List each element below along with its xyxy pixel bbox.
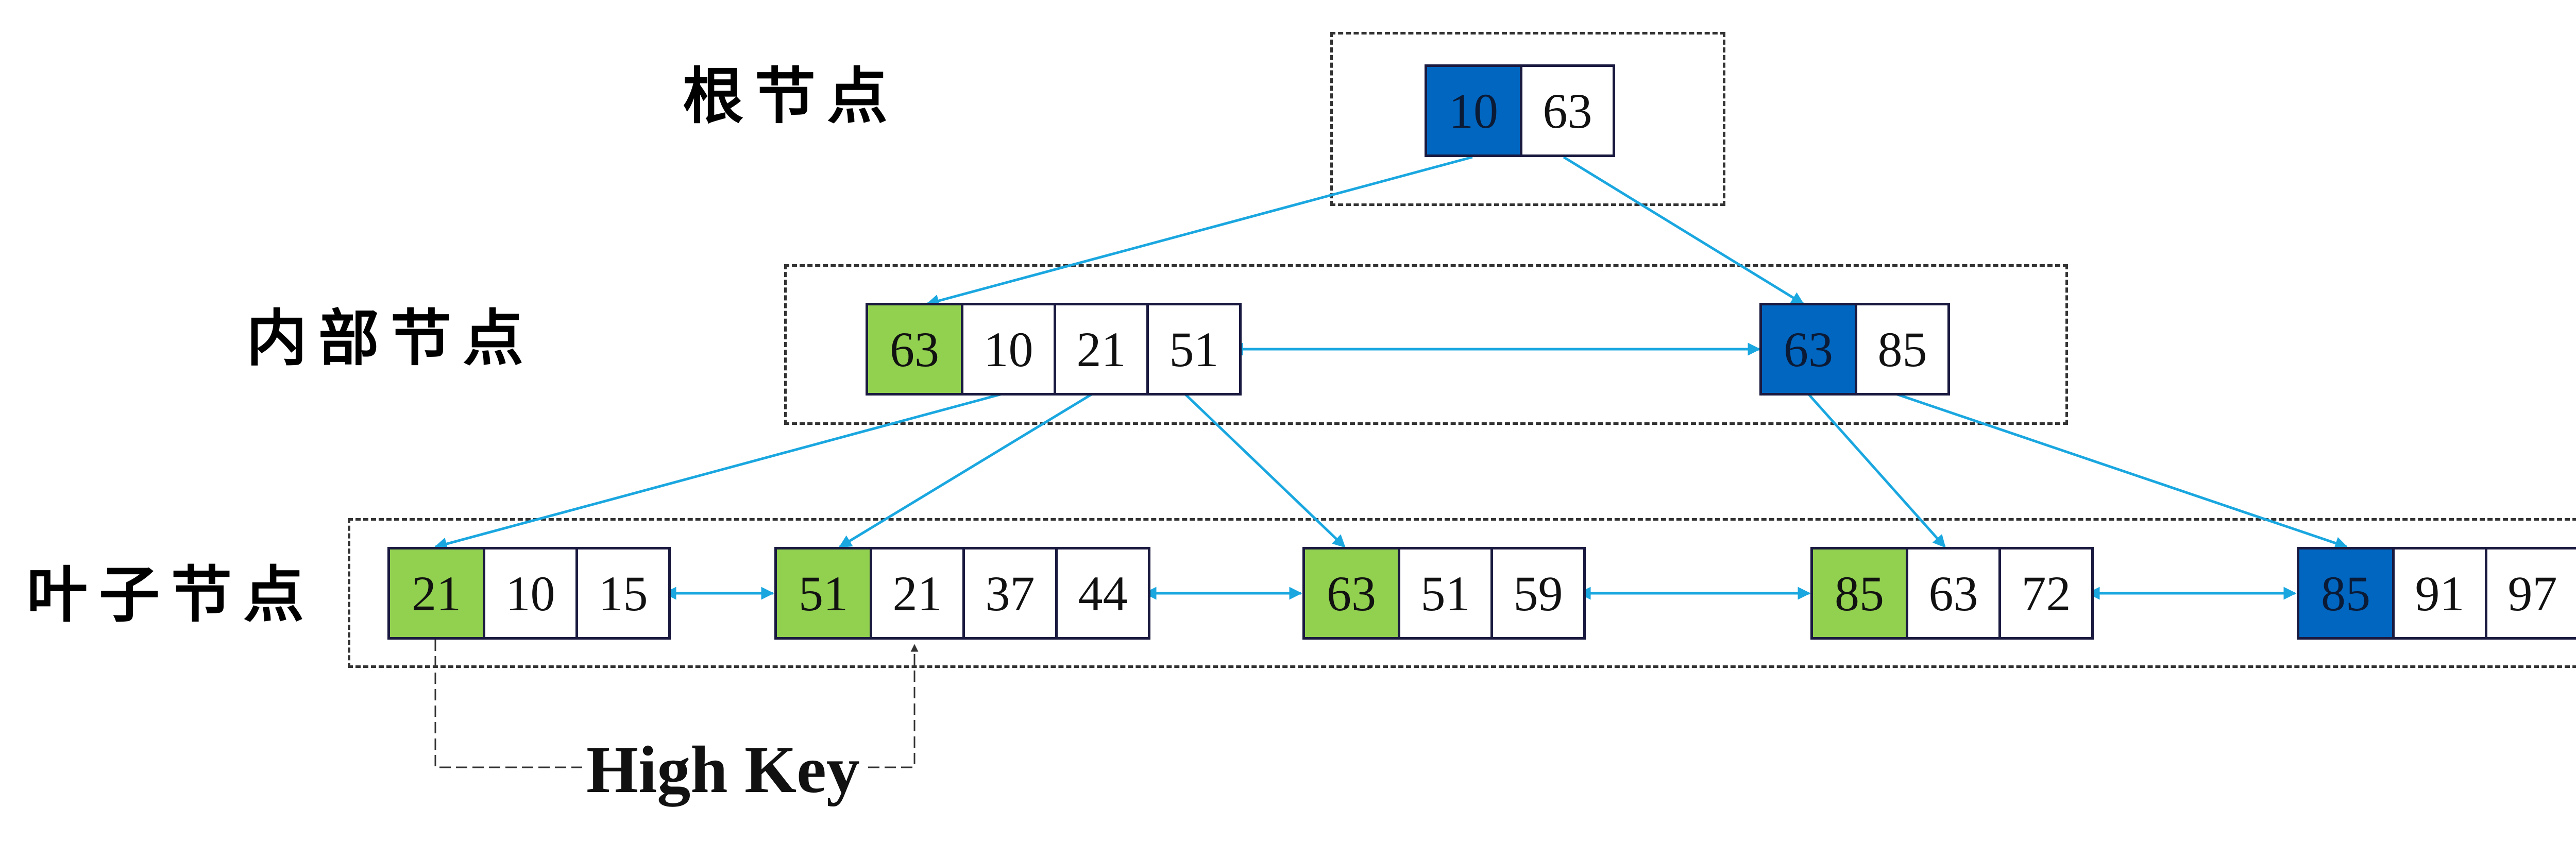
high-key-cell: 63 xyxy=(1762,305,1855,393)
key-cell: 10 xyxy=(961,305,1054,393)
key-cell: 10 xyxy=(483,549,575,637)
internal-1-to-leaf-3-arrow xyxy=(1184,393,1346,548)
key-cell: 63 xyxy=(1520,67,1613,154)
high-key-cell: 10 xyxy=(1427,67,1520,154)
root-level-group xyxy=(1330,32,1725,206)
separator-key-cell: 63 xyxy=(1305,549,1398,637)
key-cell: 59 xyxy=(1490,549,1583,637)
root-to-internal-2-arrow xyxy=(1563,156,1805,305)
internal-2-to-leaf-5-arrow xyxy=(1895,392,2348,549)
key-cell: 37 xyxy=(962,549,1055,637)
separator-key-cell: 63 xyxy=(868,305,961,393)
internal-level-group xyxy=(784,264,2068,425)
separator-key-cell: 51 xyxy=(777,549,870,637)
key-cell: 63 xyxy=(1906,549,1998,637)
internal-1-to-leaf-1-arrow xyxy=(434,392,1003,551)
separator-key-cell: 85 xyxy=(1813,549,1906,637)
internal-level-label: 内部节点 xyxy=(246,302,535,374)
key-cell: 51 xyxy=(1398,549,1490,637)
root-to-internal-1-arrow xyxy=(926,156,1473,307)
key-cell: 21 xyxy=(1054,305,1146,393)
root-level-label: 根节点 xyxy=(683,60,900,132)
key-cell: 51 xyxy=(1146,305,1239,393)
leaf-level-label: 叶子节点 xyxy=(27,559,316,630)
separator-key-cell: 21 xyxy=(390,549,483,637)
key-cell: 85 xyxy=(1855,305,1947,393)
key-cell: 91 xyxy=(2392,549,2485,637)
key-cell: 15 xyxy=(575,549,668,637)
high-key-label: High Key xyxy=(582,736,864,803)
key-cell: 44 xyxy=(1055,549,1148,637)
internal-2-to-leaf-4-arrow xyxy=(1807,393,1946,548)
high-key-cell: 85 xyxy=(2299,549,2392,637)
key-cell: 72 xyxy=(1998,549,2091,637)
key-cell: 21 xyxy=(870,549,962,637)
internal-1-to-leaf-2-arrow xyxy=(838,392,1093,548)
key-cell: 97 xyxy=(2485,549,2576,637)
leaf-level-group xyxy=(348,518,2576,668)
